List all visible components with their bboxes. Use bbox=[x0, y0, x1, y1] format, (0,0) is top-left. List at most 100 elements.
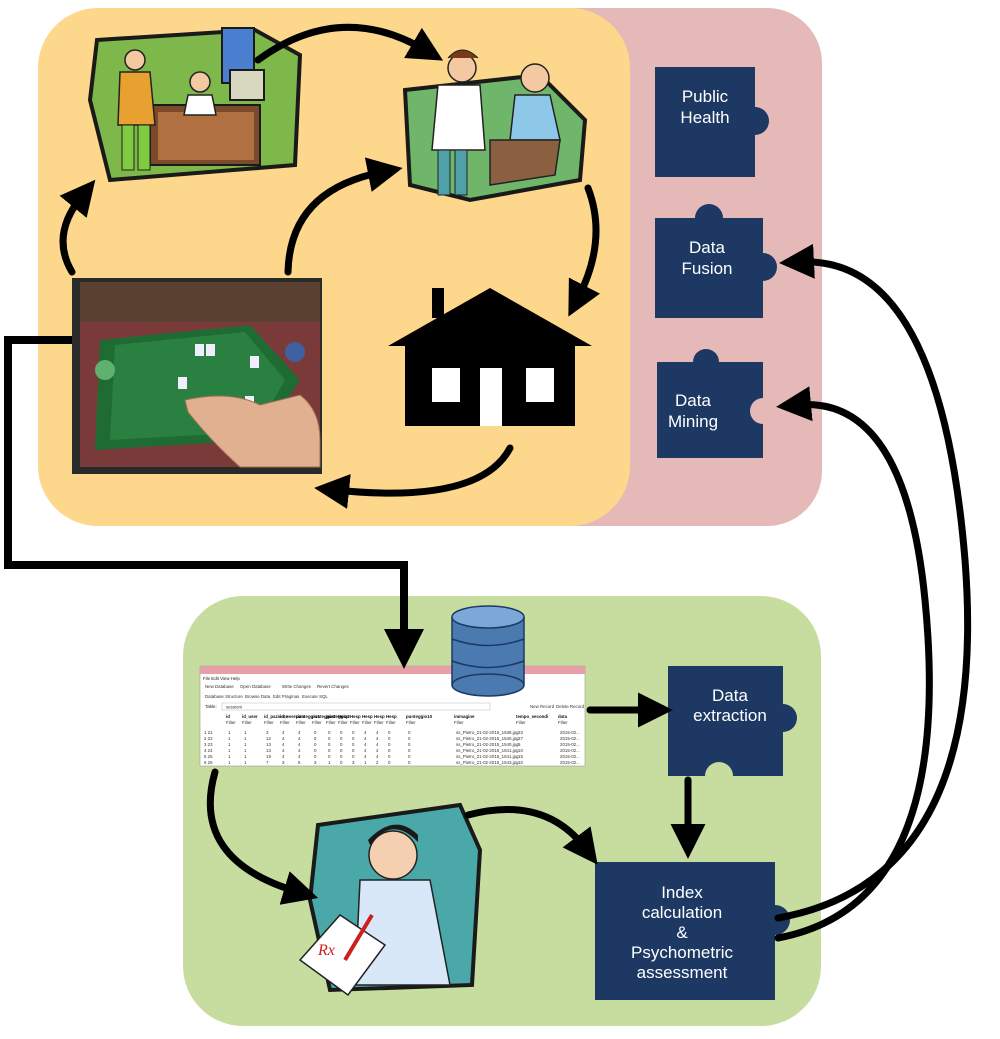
db-table-cell: 0 bbox=[328, 742, 331, 747]
toolbar-new-database[interactable]: New Database bbox=[205, 684, 234, 689]
db-table-cell: 7 bbox=[266, 760, 269, 765]
puzzle-index-calculation: Index calculation & Psychometric assessm… bbox=[595, 862, 790, 1000]
db-column-filter[interactable]: Filter bbox=[362, 720, 372, 725]
db-column-filter[interactable]: Filter bbox=[386, 720, 396, 725]
db-table-cell: 2015-02... bbox=[560, 730, 580, 735]
db-table-cell: 3 bbox=[314, 760, 317, 765]
db-table-cell: 4 bbox=[364, 736, 367, 741]
toolbar-revert-changes[interactable]: Revert Changes bbox=[317, 684, 350, 689]
db-table-cell: 4 bbox=[298, 736, 301, 741]
db-column-header[interactable]: tempo_secondi bbox=[516, 714, 548, 719]
arrow-tablet-to-reception bbox=[59, 179, 96, 276]
db-column-header[interactable]: Hesp bbox=[350, 714, 361, 719]
db-table-cell: 0 bbox=[314, 748, 317, 753]
db-column-filter[interactable]: Filter bbox=[406, 720, 416, 725]
toolbar-write-changes[interactable]: Write Changes bbox=[282, 684, 312, 689]
db-column-header[interactable]: Hesp bbox=[338, 714, 349, 719]
db-column-header[interactable]: punteggio2 bbox=[312, 714, 336, 719]
db-table-cell: 1 bbox=[228, 742, 231, 747]
arrow-home-to-tablet bbox=[314, 444, 514, 509]
database-cylinder-icon bbox=[451, 605, 525, 697]
db-table-cell: 3 bbox=[282, 760, 285, 765]
db-table-cell: 4 bbox=[282, 742, 285, 747]
db-table-cell: 4 bbox=[376, 736, 379, 741]
db-table-cell: 0 bbox=[340, 742, 343, 747]
db-table-cell: 4 bbox=[298, 748, 301, 753]
db-column-filter[interactable]: Filter bbox=[296, 720, 306, 725]
db-menu: File Edit View Help bbox=[203, 676, 240, 681]
db-column-filter[interactable]: Filter bbox=[326, 720, 336, 725]
db-column-filter[interactable]: Filter bbox=[338, 720, 348, 725]
db-table-cell: 0 bbox=[408, 760, 411, 765]
db-column-header[interactable]: id_esercizio bbox=[280, 714, 305, 719]
db-column-filter[interactable]: Filter bbox=[350, 720, 360, 725]
db-column-filter[interactable]: Filter bbox=[280, 720, 290, 725]
new-record-button[interactable]: New Record bbox=[530, 704, 555, 709]
db-table-cell: 0 bbox=[328, 736, 331, 741]
tab-edit-pragmas[interactable]: Edit Pragmas bbox=[273, 694, 300, 699]
db-column-filter[interactable]: Filter bbox=[312, 720, 322, 725]
puzzle-data-extraction: Data extraction bbox=[668, 666, 797, 776]
db-column-headers: idFilterid_userFilterid_pazienteFilterid… bbox=[226, 714, 568, 725]
db-table-cell: 1 bbox=[228, 760, 231, 765]
db-column-header[interactable]: id_paziente bbox=[264, 714, 288, 719]
db-table-cell: 0 bbox=[328, 754, 331, 759]
db-column-header[interactable]: punteggio1 bbox=[296, 714, 320, 719]
rx-symbol: Rx bbox=[317, 942, 335, 959]
db-column-header[interactable]: Hesp bbox=[386, 714, 397, 719]
db-table-cell: 0 bbox=[314, 754, 317, 759]
db-table-cell: 0 bbox=[340, 760, 343, 765]
db-column-header[interactable]: data bbox=[558, 714, 568, 719]
db-column-filter[interactable]: Filter bbox=[516, 720, 526, 725]
db-column-header[interactable]: id_user bbox=[242, 714, 258, 719]
db-table-cell: 3 bbox=[352, 760, 355, 765]
toolbar-open-database[interactable]: Open Database bbox=[240, 684, 271, 689]
db-table-cell: 13 bbox=[266, 742, 271, 747]
index-calc-line1: Index bbox=[661, 883, 703, 902]
db-table-cell: 1 bbox=[244, 754, 247, 759]
db-table-cell: 0 bbox=[408, 736, 411, 741]
table-label: Table: bbox=[205, 704, 217, 709]
delete-record-button[interactable]: Delete Record bbox=[556, 704, 585, 709]
db-table-cell: 4 bbox=[364, 742, 367, 747]
db-table-cell: 0 bbox=[328, 748, 331, 753]
db-table-cell: 10 bbox=[518, 760, 523, 765]
db-column-header[interactable]: Hesp bbox=[362, 714, 373, 719]
db-table-cell: 4 bbox=[282, 736, 285, 741]
db-table-cell: 0 bbox=[388, 736, 391, 741]
table-select[interactable] bbox=[221, 702, 491, 711]
db-table-cell: ss_Pietro_21-02-2015_1540.jpg bbox=[456, 736, 519, 741]
db-table-cell: ss_Pietro_21-02-2015_1540.jpg bbox=[456, 742, 519, 747]
db-column-filter[interactable]: Filter bbox=[264, 720, 274, 725]
db-table-cell: 4 bbox=[376, 748, 379, 753]
table-select-value: sessioni bbox=[226, 705, 242, 710]
db-table-cell: 27 bbox=[518, 736, 523, 741]
db-column-header[interactable]: punteggio3 bbox=[326, 714, 350, 719]
db-column-header[interactable]: punteggio10 bbox=[406, 714, 433, 719]
db-column-header[interactable]: immagine bbox=[454, 714, 475, 719]
db-table-cell: 33 bbox=[518, 730, 523, 735]
db-table-cell: 4 bbox=[364, 730, 367, 735]
tab-browse-data[interactable]: Browse Data bbox=[245, 694, 271, 699]
db-column-header[interactable]: id bbox=[226, 714, 230, 719]
db-column-filter[interactable]: Filter bbox=[226, 720, 236, 725]
doctor-prescription-clipart: Rx bbox=[298, 802, 483, 997]
database-window: File Edit View Help New Database Open Da… bbox=[199, 665, 586, 767]
tab-execute-sql[interactable]: Execute SQL bbox=[302, 694, 328, 699]
db-column-filter[interactable]: Filter bbox=[374, 720, 384, 725]
public-health-line2: Health bbox=[680, 108, 729, 127]
db-table-cell: 4 bbox=[282, 754, 285, 759]
puzzle-data-mining: Data Mining bbox=[657, 349, 763, 458]
db-column-filter[interactable]: Filter bbox=[454, 720, 464, 725]
db-table-cell: 1 21 bbox=[204, 730, 213, 735]
db-table-cell: 3 23 bbox=[204, 742, 213, 747]
db-table-cell: 4 bbox=[376, 730, 379, 735]
db-column-header[interactable]: Hesp bbox=[374, 714, 385, 719]
db-table-cell: 1 bbox=[228, 730, 231, 735]
tab-database-structure[interactable]: Database Structure bbox=[205, 694, 243, 699]
db-column-filter[interactable]: Filter bbox=[242, 720, 252, 725]
data-mining-line2: Mining bbox=[668, 412, 718, 431]
db-column-filter[interactable]: Filter bbox=[558, 720, 568, 725]
